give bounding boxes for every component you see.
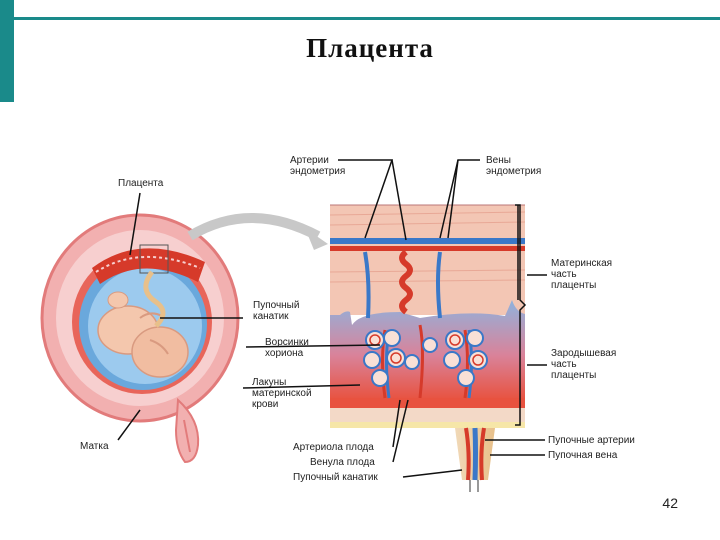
slide-title: Плацента [306,33,434,63]
label-umbilical-cord-bottom: Пупочный канатик [293,472,378,483]
chorionic-villi [363,324,488,399]
page-number: 42 [662,495,678,511]
uterus-illustration [40,213,240,464]
label-umbilical-arteries: Пупочные артерии [548,435,635,446]
label-fetal-arteriole: Артериола плода [293,442,374,453]
label-uterus: Матка [80,441,109,452]
placenta-section [329,204,527,492]
part-bracket [515,204,527,426]
label-umbilical-vein: Пупочная вена [548,450,618,461]
maternal-artery-band [330,246,525,251]
title-accent-line [14,17,720,20]
leader-lines [117,159,547,478]
fetus [97,291,189,378]
label-fetal-venule: Венула плода [310,457,375,468]
zoom-arrow [187,213,321,241]
title-accent-bar [0,0,14,102]
label-placenta: Плацента [118,178,164,189]
placenta-mass [92,248,205,284]
chorionic-plate [330,398,525,408]
maternal-vein-band [330,238,525,244]
spiral-artery [399,249,413,315]
